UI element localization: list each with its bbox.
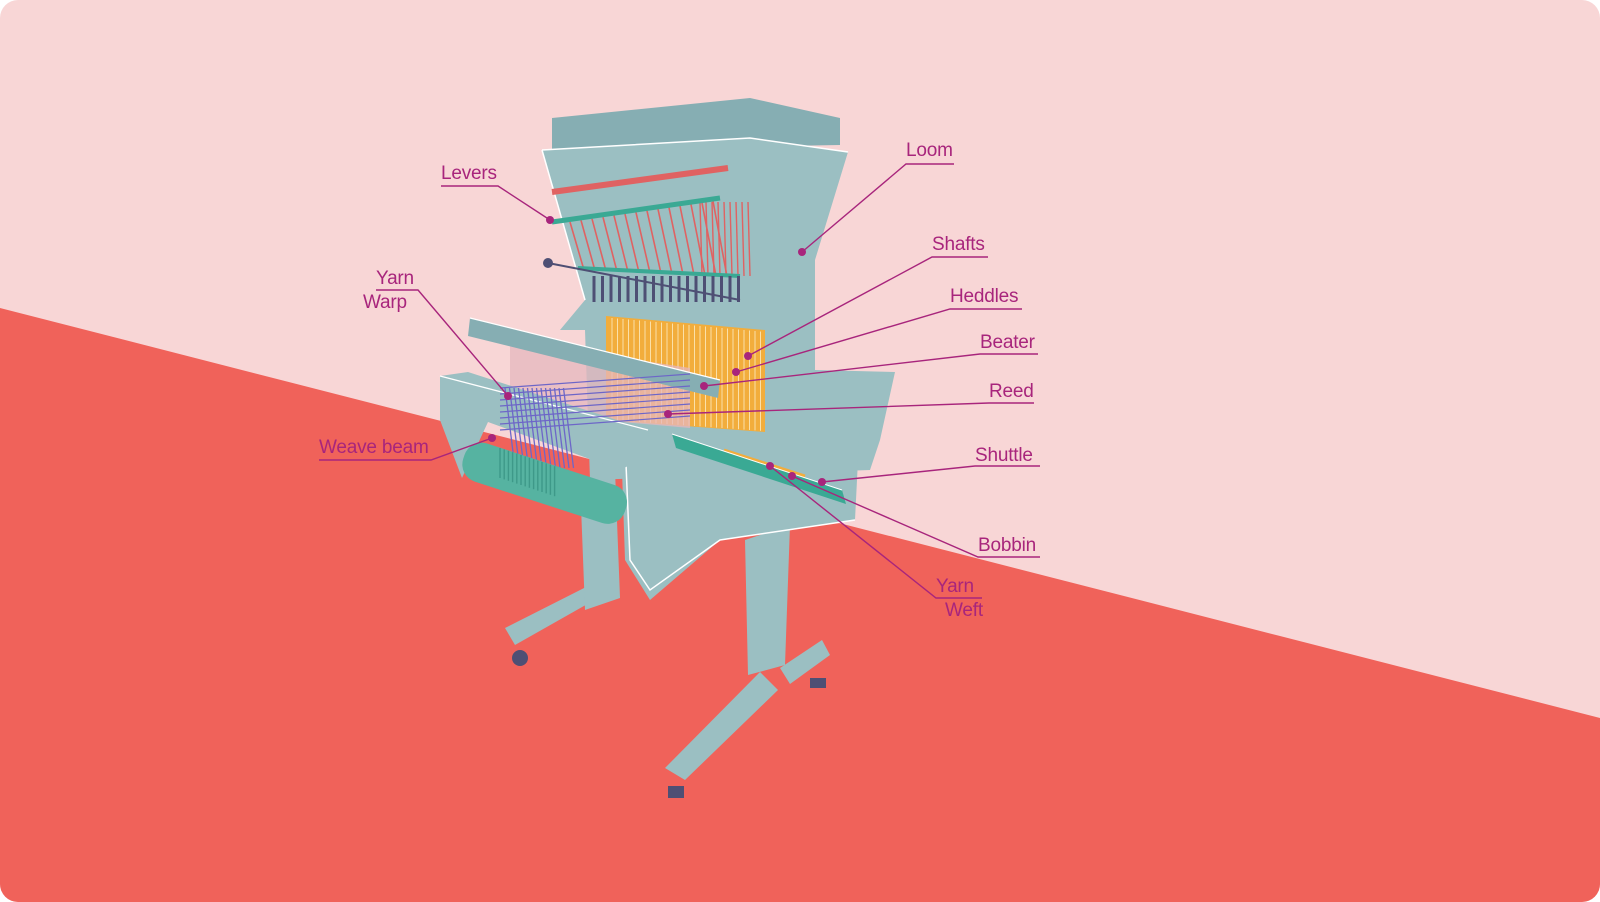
weft-thread (499, 385, 691, 401)
lever (624, 213, 640, 273)
leader-shuttle (821, 465, 1040, 483)
leader-lines (319, 163, 1040, 599)
bobbin-yarn (723, 448, 806, 478)
lever (580, 220, 596, 271)
leader-dot-loom (798, 248, 806, 256)
warp-thread (549, 387, 561, 469)
weft-thread (499, 373, 691, 389)
lever (679, 205, 695, 276)
weft-thread (499, 403, 691, 419)
leader-yarn-weft (769, 465, 982, 599)
lever (711, 201, 715, 277)
lever-comb-rail (577, 266, 741, 278)
label-weave-beam: Weave beam (319, 437, 429, 458)
label-yarn-weft-1: Yarn (936, 576, 974, 597)
lever (668, 207, 684, 275)
lever (735, 201, 739, 277)
leader-reed (667, 402, 1034, 415)
leader-shafts (747, 256, 988, 357)
label-yarn-warp-2: Warp (363, 292, 407, 313)
lever (741, 201, 745, 277)
lever (602, 217, 618, 272)
red-bar (551, 165, 729, 195)
leader-dot-bobbin (788, 472, 796, 480)
loom-stand (505, 470, 830, 798)
leader-dot-heddles (732, 368, 740, 376)
beater-bar (468, 318, 720, 398)
lever (569, 221, 585, 271)
label-beater: Beater (980, 332, 1035, 353)
leader-levers (441, 185, 551, 221)
leader-dot-weave-beam (488, 434, 496, 442)
lever (635, 212, 651, 274)
wheel-left (512, 650, 528, 666)
lever (747, 201, 751, 277)
warp-threads (499, 373, 691, 469)
weave-beam (462, 442, 627, 524)
leader-dot-shafts (744, 352, 752, 360)
shuttle (672, 434, 846, 504)
warp-thread (544, 387, 557, 469)
leader-loom (801, 163, 954, 253)
lever-rail (551, 195, 721, 225)
lever (646, 210, 662, 274)
label-bobbin: Bobbin (978, 535, 1036, 556)
label-reed: Reed (989, 381, 1034, 402)
leader-dot-levers (546, 216, 554, 224)
leader-beater (703, 353, 1038, 387)
lever (712, 201, 728, 277)
lever (717, 201, 721, 277)
leader-dot-reed (664, 410, 672, 418)
label-yarn-weft-2: Weft (945, 600, 983, 621)
lever (705, 201, 709, 277)
warp-thread (540, 387, 552, 469)
label-loom: Loom (906, 140, 953, 161)
leader-heddles (735, 308, 1022, 373)
lever (591, 218, 607, 272)
levers-group (569, 201, 751, 277)
background-floor (0, 308, 1600, 902)
lever (723, 201, 727, 277)
label-heddles: Heddles (950, 286, 1019, 307)
leader-dot-beater (700, 382, 708, 390)
leader-yarn-warp (376, 289, 509, 397)
label-yarn-warp-1: Yarn (376, 268, 414, 289)
foot-right (810, 678, 826, 688)
label-levers: Levers (441, 163, 497, 184)
label-shuttle: Shuttle (975, 445, 1033, 466)
leader-dot-shuttle (818, 478, 826, 486)
lever (690, 204, 706, 276)
weave-beam-rings (499, 448, 556, 497)
lever (657, 209, 673, 275)
warp-thread (531, 387, 543, 469)
foot-front (668, 786, 684, 798)
leader-weave-beam (319, 437, 493, 461)
lever (729, 201, 733, 277)
weft-thread (499, 415, 691, 431)
weft-thread (499, 391, 691, 407)
label-shafts: Shafts (932, 234, 985, 255)
weft-thread (499, 379, 691, 395)
weft-thread (499, 397, 691, 413)
lever-arm (547, 262, 741, 301)
leader-dot-yarn-weft (766, 462, 774, 470)
lever (699, 201, 703, 277)
leader-dot-yarn-warp (504, 392, 512, 400)
weft-thread (499, 409, 691, 425)
warp-thread (535, 387, 548, 469)
lever (613, 215, 629, 273)
leader-bobbin (791, 475, 1040, 558)
